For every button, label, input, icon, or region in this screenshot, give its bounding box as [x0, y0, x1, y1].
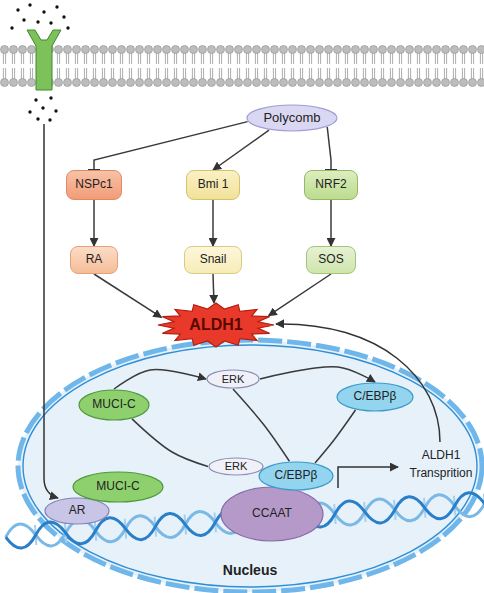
node-ellipse — [73, 472, 163, 502]
node-text-wrap: MUCI-C — [78, 389, 150, 421]
ligand-dot — [36, 117, 39, 120]
node-label: C/EBPβ — [275, 469, 318, 483]
node-label: Snail — [200, 253, 227, 267]
ligand-dot — [62, 15, 65, 18]
ligand-dot — [54, 109, 57, 112]
node-label: Nucleus — [223, 562, 277, 578]
node-text-wrap: NRF2 — [305, 171, 357, 199]
pathway-connector — [213, 130, 269, 170]
node-label: Polycomb — [263, 111, 320, 126]
node-ellipse — [247, 105, 337, 131]
node-label: SOS — [318, 253, 343, 267]
pathway-node: C/EBPβ — [336, 382, 414, 412]
ligand-dot — [49, 96, 52, 99]
pathway-connector — [330, 200, 332, 246]
ligand-dot — [10, 26, 13, 29]
node-text-wrap: ERK — [208, 457, 264, 476]
node-label: AR — [69, 504, 86, 518]
node-ellipse — [209, 458, 263, 475]
pathway-node: C/EBPβ — [258, 461, 334, 491]
pathway-connector — [327, 127, 331, 170]
ligand-dot — [66, 26, 69, 29]
ligand-dot — [55, 5, 58, 8]
ligand-dot — [28, 110, 31, 113]
node-text-wrap: CCAAT — [220, 486, 324, 542]
node-label: MUCI-C — [92, 398, 135, 412]
node-text-wrap: Snail — [185, 247, 241, 273]
free-label: ALDH1 Transprition — [398, 446, 484, 482]
node-ellipse — [337, 383, 413, 411]
node-text-wrap: NSPc1 — [67, 171, 121, 199]
pathway-connector — [212, 274, 214, 303]
node-text-wrap: ERK — [206, 369, 260, 389]
node-ellipse — [259, 462, 333, 490]
ligand-dot — [41, 106, 44, 109]
ligand-dot — [34, 98, 37, 101]
pathway-node: Bmi 1 — [186, 170, 240, 200]
node-label: ERK — [225, 460, 248, 473]
pathway-node: NRF2 — [304, 170, 358, 200]
pathway-node: MUCI-C — [72, 471, 164, 503]
ligand-dot — [36, 20, 39, 23]
pathway-node: NSPc1 — [66, 170, 122, 200]
node-text-wrap: SOS — [307, 247, 355, 273]
pathway-node: Polycomb — [246, 104, 338, 132]
node-text-wrap: Polycomb — [246, 104, 338, 132]
nucleus-region: NucleusERKMUCI-CC/EBPβERKC/EBPβMUCI-CCCA… — [15, 337, 484, 593]
ligand-dot — [28, 3, 31, 6]
pathway-node: Snail — [184, 246, 242, 274]
cell-membrane — [0, 44, 484, 88]
ligand-dot — [22, 18, 25, 21]
node-label: ALDH1 — [189, 316, 242, 334]
pathway-connector — [94, 274, 161, 317]
pathway-connector — [93, 200, 95, 246]
ligand-dots — [10, 3, 69, 121]
ligand-dot — [49, 21, 52, 24]
ligand-dot — [16, 8, 19, 11]
ligand-dot — [48, 118, 51, 121]
pathway-connector — [94, 122, 248, 170]
node-text-wrap: RA — [71, 247, 117, 273]
node-ellipse — [207, 370, 259, 388]
nucleus-inner-ring — [23, 345, 477, 587]
pathway-node: ERK — [208, 457, 264, 476]
node-text-wrap: C/EBPβ — [258, 461, 334, 491]
pathway-node: CCAAT — [220, 486, 324, 542]
starburst — [158, 303, 274, 347]
pathway-node: SOS — [306, 246, 356, 274]
node-text-wrap: ALDH1 — [158, 303, 274, 347]
node-label: CCAAT — [252, 507, 292, 521]
pathway-node: ALDH1 — [158, 303, 274, 347]
pathway-node: ERK — [206, 369, 260, 389]
node-text-wrap: C/EBPβ — [336, 382, 414, 412]
node-label: C/EBPβ — [354, 390, 397, 404]
node-text-wrap: Bmi 1 — [187, 171, 239, 199]
pathway-node: MUCI-C — [78, 389, 150, 421]
node-text-wrap: MUCI-C — [72, 471, 164, 503]
node-label: NRF2 — [315, 178, 346, 192]
ligand-dot — [42, 10, 45, 13]
node-ellipse — [79, 390, 149, 420]
node-ellipse — [45, 498, 109, 524]
pathway-connector — [212, 200, 214, 246]
membrane-receptor — [27, 30, 61, 90]
node-ellipse — [221, 487, 323, 541]
node-text-wrap: Nucleus — [15, 559, 484, 581]
pathway-connector — [269, 274, 331, 316]
node-label: RA — [86, 253, 103, 267]
pathway-node: RA — [70, 246, 118, 274]
node-label: ERK — [222, 373, 245, 386]
node-label: NSPc1 — [75, 178, 112, 192]
node-label: MUCI-C — [96, 480, 139, 494]
node-label: Bmi 1 — [198, 178, 229, 192]
